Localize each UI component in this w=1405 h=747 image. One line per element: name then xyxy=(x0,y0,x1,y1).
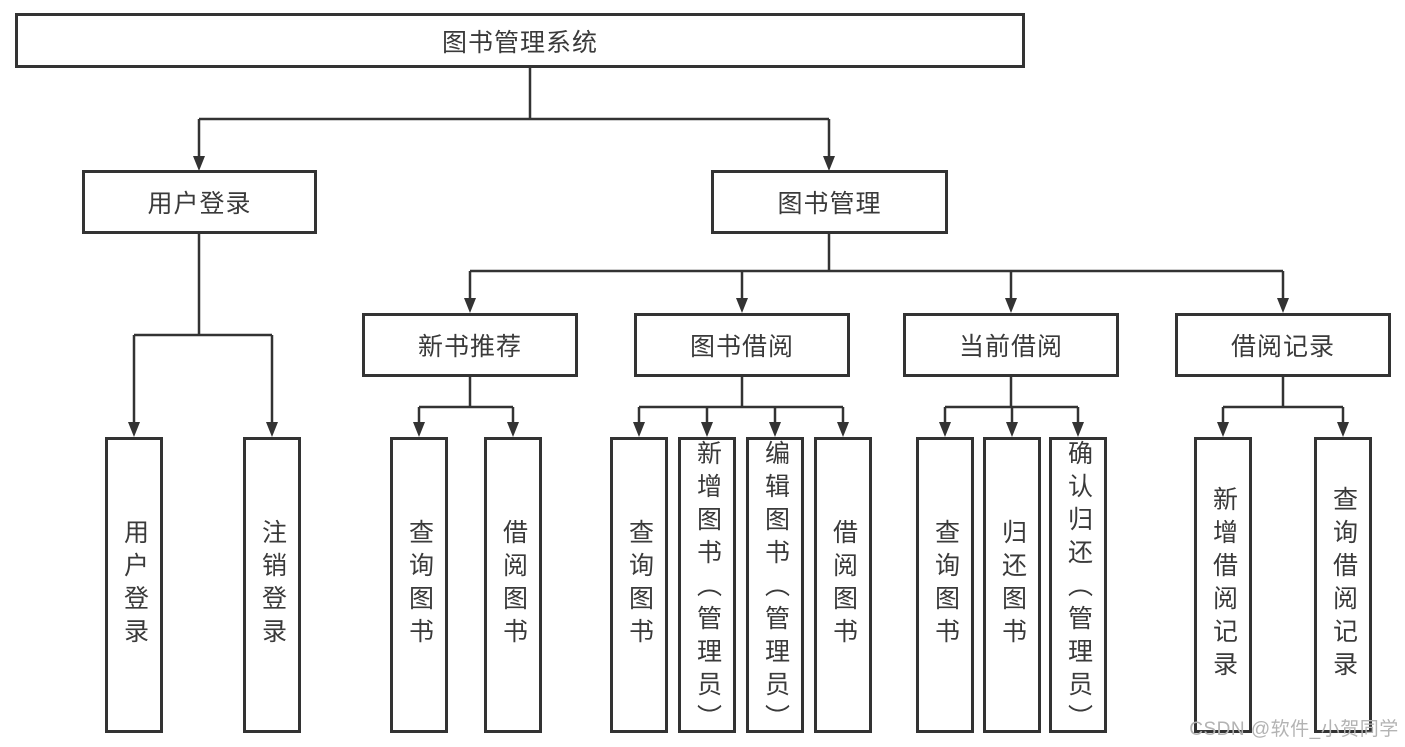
arrowheads xyxy=(128,156,1349,437)
node-book-borrowing: 图书借阅 xyxy=(634,313,850,377)
connector-new-book-recommendation-children xyxy=(417,377,515,424)
watermark: CSDN @软件_小贺同学 xyxy=(1189,719,1399,740)
node-user-login: 用户登录 xyxy=(82,170,317,234)
connector-user-login-children xyxy=(132,234,274,424)
node-edit-books-admin: 编辑图书（管理员） xyxy=(746,437,804,737)
node-borrow-books-recommend: 借阅图书 xyxy=(484,437,542,733)
connector-book-management-children xyxy=(468,234,1285,300)
node-new-book-recommendation: 新书推荐 xyxy=(362,313,578,377)
connector-borrowing-records-children xyxy=(1221,377,1345,424)
node-return-books: 归还图书 xyxy=(983,437,1041,733)
node-library-management-system: 图书管理系统 xyxy=(15,13,1025,68)
node-query-books-borrowing: 查询图书 xyxy=(610,437,668,733)
node-book-management: 图书管理 xyxy=(711,170,948,234)
node-query-books-recommend: 查询图书 xyxy=(390,437,448,733)
connector-book-borrowing-children xyxy=(637,377,845,424)
node-add-borrow-record: 新增借阅记录 xyxy=(1194,437,1252,733)
node-borrowing-records: 借阅记录 xyxy=(1175,313,1391,377)
node-query-borrow-record: 查询借阅记录 xyxy=(1314,437,1372,733)
node-borrow-books-borrowing: 借阅图书 xyxy=(814,437,872,733)
connector-root-to-level2 xyxy=(197,68,831,158)
node-add-books-admin: 新增图书（管理员） xyxy=(678,437,736,737)
node-confirm-return-admin: 确认归还（管理员） xyxy=(1049,437,1107,737)
connector-current-borrowing-children xyxy=(943,377,1080,424)
node-current-borrowing: 当前借阅 xyxy=(903,313,1119,377)
node-logout-leaf: 注销登录 xyxy=(243,437,301,733)
node-query-books-current: 查询图书 xyxy=(916,437,974,733)
node-user-login-leaf: 用户登录 xyxy=(105,437,163,733)
